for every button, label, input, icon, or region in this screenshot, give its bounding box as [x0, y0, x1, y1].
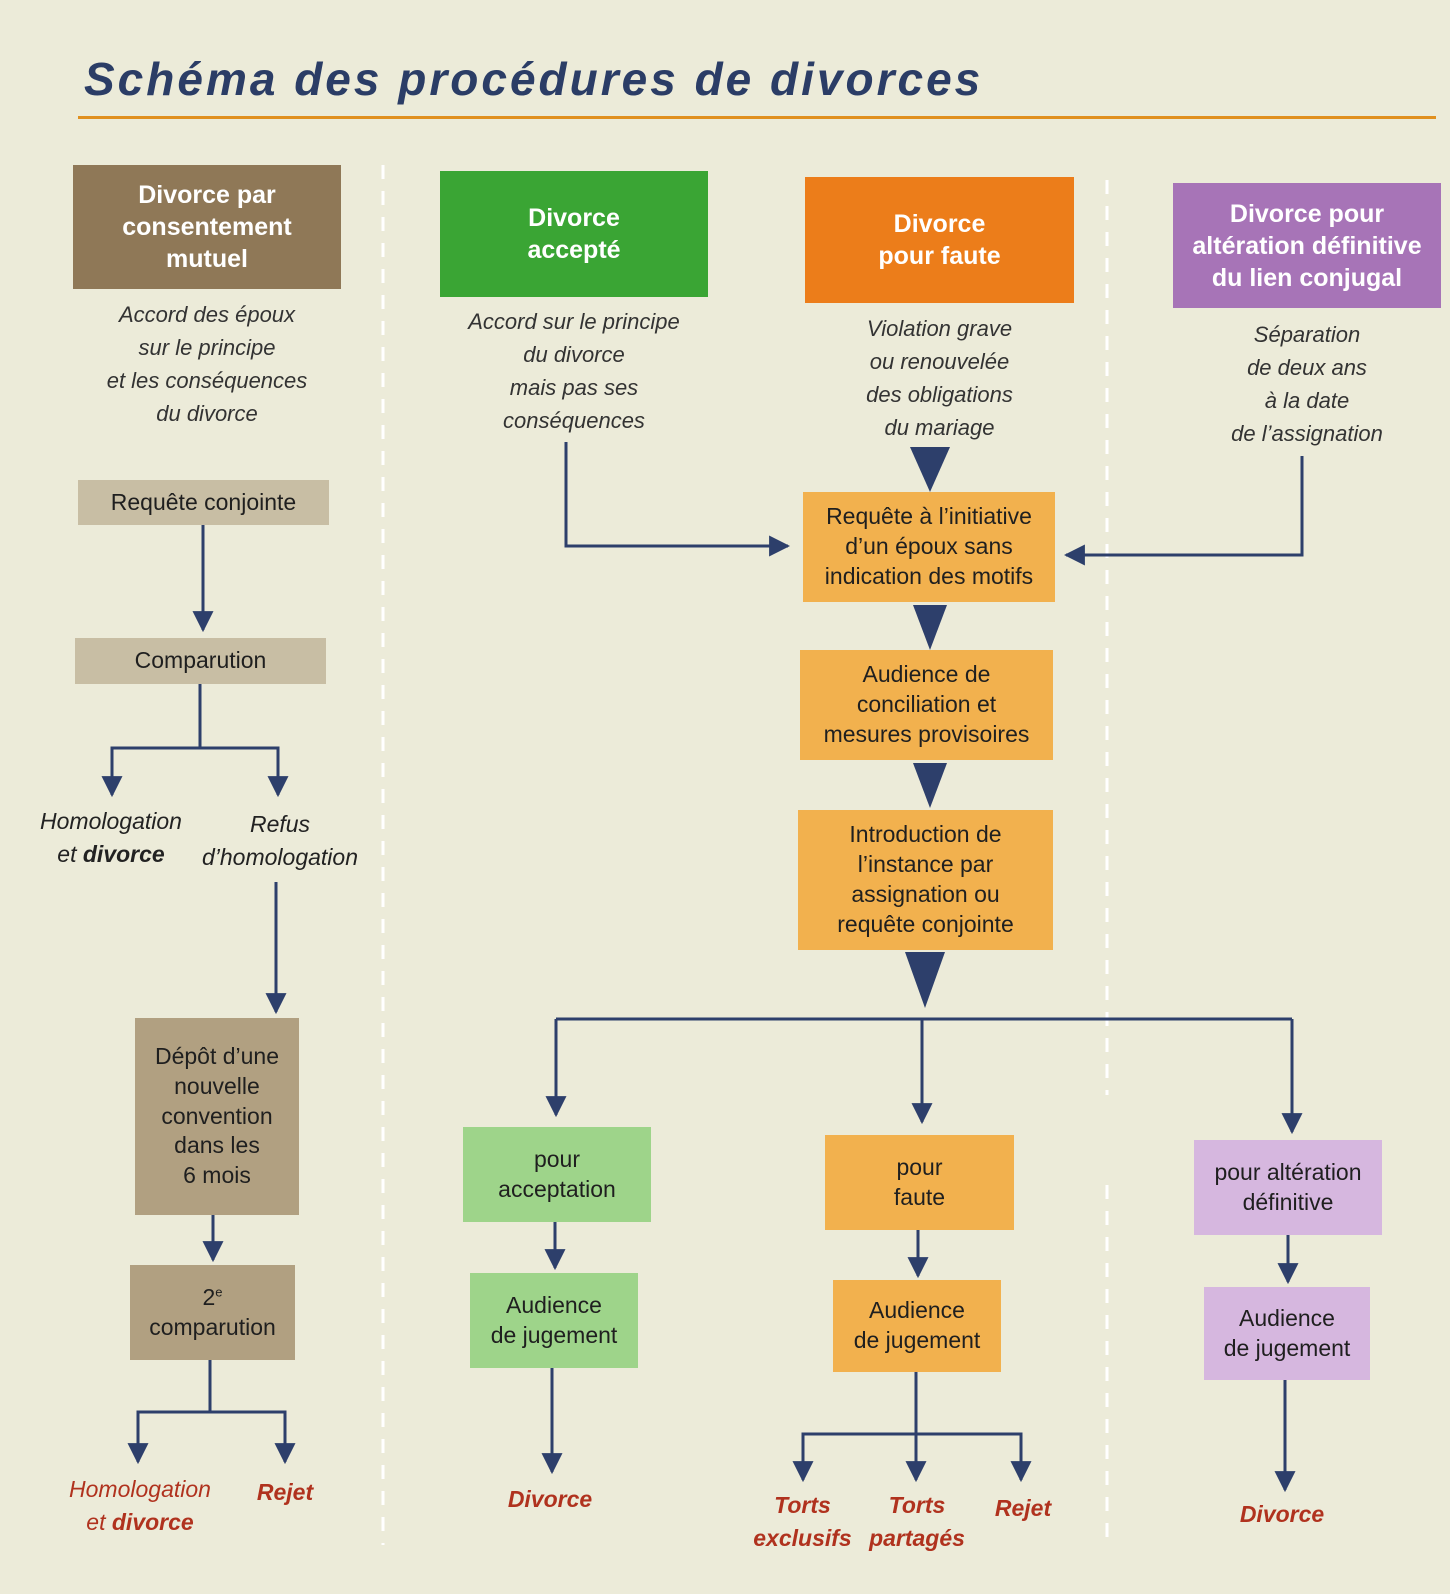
arrow-accepte-requete: [564, 442, 791, 557]
title-rule: [78, 116, 1436, 119]
audience-jugement-acceptation: Audience de jugement: [470, 1273, 638, 1368]
split-second: [127, 1360, 212, 1465]
description-faute: Violation grave ou renouvelée des obliga…: [866, 316, 1013, 440]
column-dividers: [381, 165, 1109, 1545]
outcome-divorce-alteration: Divorce: [1239, 1501, 1325, 1527]
outcome-rejet-3: Rejet: [994, 1495, 1052, 1521]
triangle-requete-audience: [913, 605, 947, 650]
description-accepte: Accord sur le principe du divorce mais p…: [468, 309, 680, 433]
step-depot-convention: Dépôt d’une nouvelle convention dans les…: [135, 1018, 299, 1215]
outcome-rejet-1: Rejet: [256, 1479, 314, 1505]
outcome-divorce-acceptation: Divorce: [507, 1486, 593, 1512]
step-requete-initiative: Requête à l’initiative d’un époux sans i…: [803, 492, 1055, 602]
arrow-torts-exclusifs: [792, 1432, 916, 1483]
header-alteration: Divorce pour altération définitive du li…: [1173, 183, 1441, 308]
audience-jugement-faute: Audience de jugement: [833, 1280, 1001, 1372]
outcome-torts-exclusifs: Torts exclusifs: [753, 1492, 852, 1551]
step-audience-conciliation: Audience de conciliation et mesures prov…: [800, 650, 1053, 760]
triangle-audience-introduction: [913, 763, 947, 808]
diagram-title: Schéma des procédures de divorces: [84, 53, 984, 105]
arrow-alteration-requete: [1063, 456, 1304, 566]
branch-faute: pour faute: [825, 1135, 1014, 1230]
arrow-refus: [200, 746, 289, 798]
split-comparution: [101, 684, 202, 798]
outcome-refus-homologation: Refus d’homologation: [201, 811, 358, 870]
step-requete-conjointe: Requête conjointe: [78, 480, 329, 525]
branch-alteration: pour altération définitive: [1194, 1140, 1382, 1235]
description-mutuel: Accord des époux sur le principe et les …: [106, 302, 308, 426]
step-introduction-instance: Introduction de l’instance par assignati…: [798, 810, 1053, 950]
description-alteration: Séparation de deux ans à la date de l’as…: [1231, 322, 1383, 446]
triangle-introduction-branches: [905, 952, 945, 1008]
branch-acceptation: pour acceptation: [463, 1127, 651, 1222]
outcome-torts-partages: Torts partagés: [869, 1492, 965, 1551]
audience-jugement-alteration: Audience de jugement: [1204, 1287, 1370, 1380]
arrow-rejet-1: [210, 1410, 296, 1465]
arrow-rejet-3: [916, 1432, 1032, 1483]
header-mutuel: Divorce par consentement mutuel: [73, 165, 341, 289]
triangle-faute-requete: [910, 447, 950, 492]
step-comparution: Comparution: [75, 638, 326, 684]
header-accepte: Divorce accepté: [440, 171, 708, 297]
header-faute: Divorce pour faute: [805, 177, 1074, 303]
